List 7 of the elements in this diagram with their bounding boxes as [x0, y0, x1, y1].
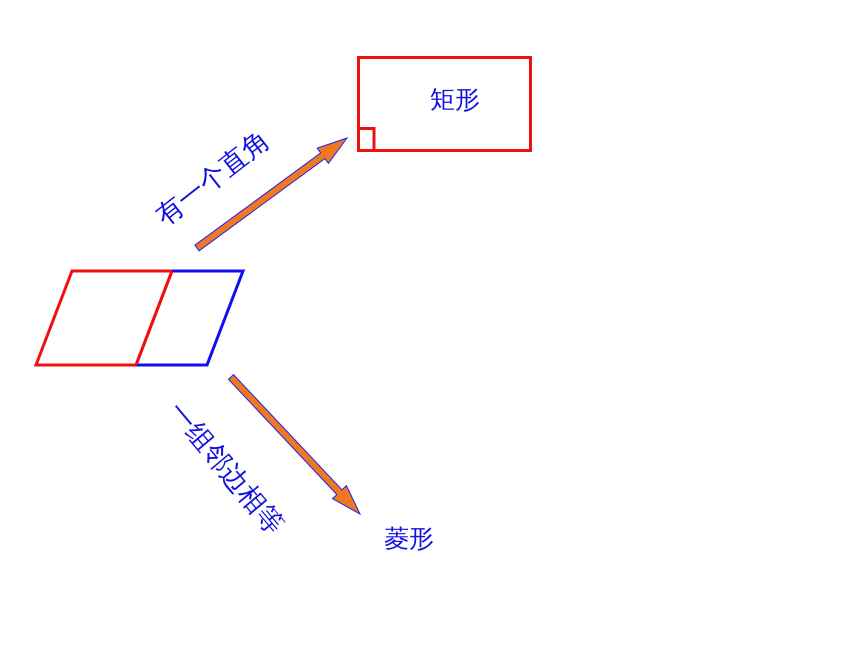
shape-name: 菱形	[384, 523, 434, 555]
edge-label: 一组邻边相等	[160, 395, 291, 542]
arrow	[194, 137, 348, 252]
edge-label: 有一个直角	[148, 124, 276, 234]
arrow	[228, 374, 362, 516]
rectangle-shape	[357, 56, 532, 152]
shape-name: 矩形	[430, 84, 480, 116]
